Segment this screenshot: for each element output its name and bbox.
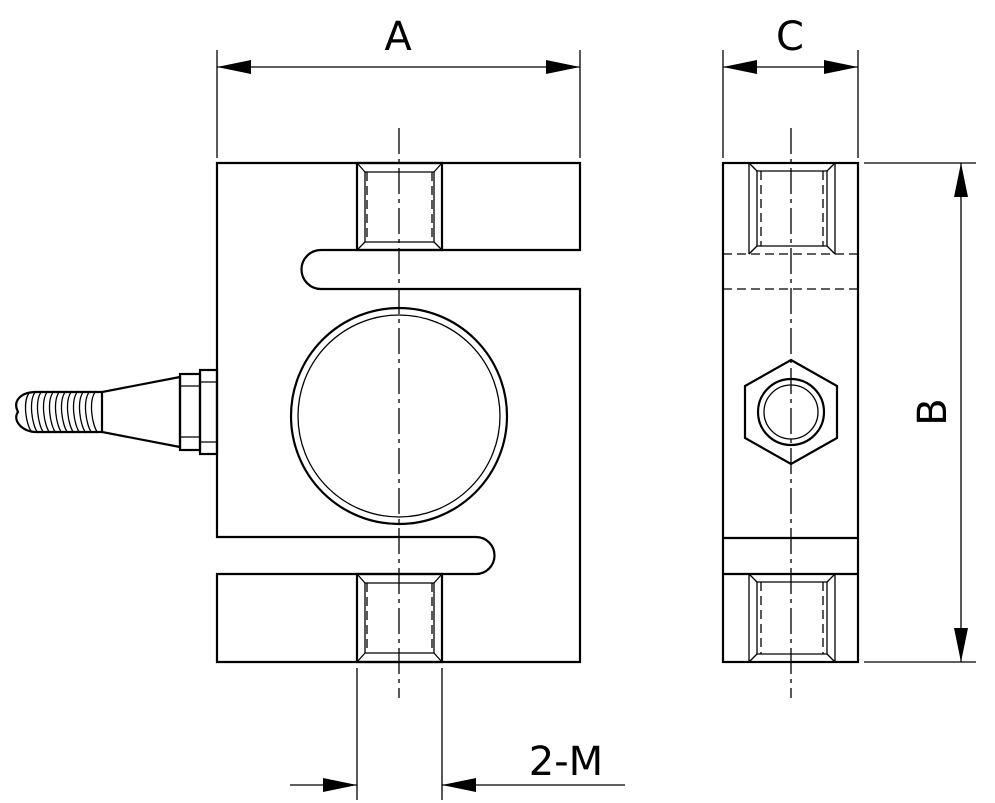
dimension-c-label: C bbox=[776, 14, 804, 60]
side-view bbox=[721, 128, 860, 698]
dimension-a: A bbox=[216, 14, 581, 158]
cable-spring bbox=[15, 390, 102, 434]
dimension-2m: 2-M bbox=[290, 668, 625, 800]
side-top-thread-bore bbox=[748, 162, 836, 255]
cable-gland bbox=[100, 368, 219, 456]
dimension-2m-label: 2-M bbox=[529, 739, 603, 785]
dimension-b-label: B bbox=[910, 398, 956, 425]
side-bottom-thread-bore bbox=[748, 573, 836, 663]
front-body-outline bbox=[215, 161, 582, 664]
dimension-c: C bbox=[722, 14, 859, 158]
dimension-a-label: A bbox=[384, 14, 412, 60]
front-view bbox=[15, 128, 582, 698]
dimension-b: B bbox=[864, 162, 976, 663]
